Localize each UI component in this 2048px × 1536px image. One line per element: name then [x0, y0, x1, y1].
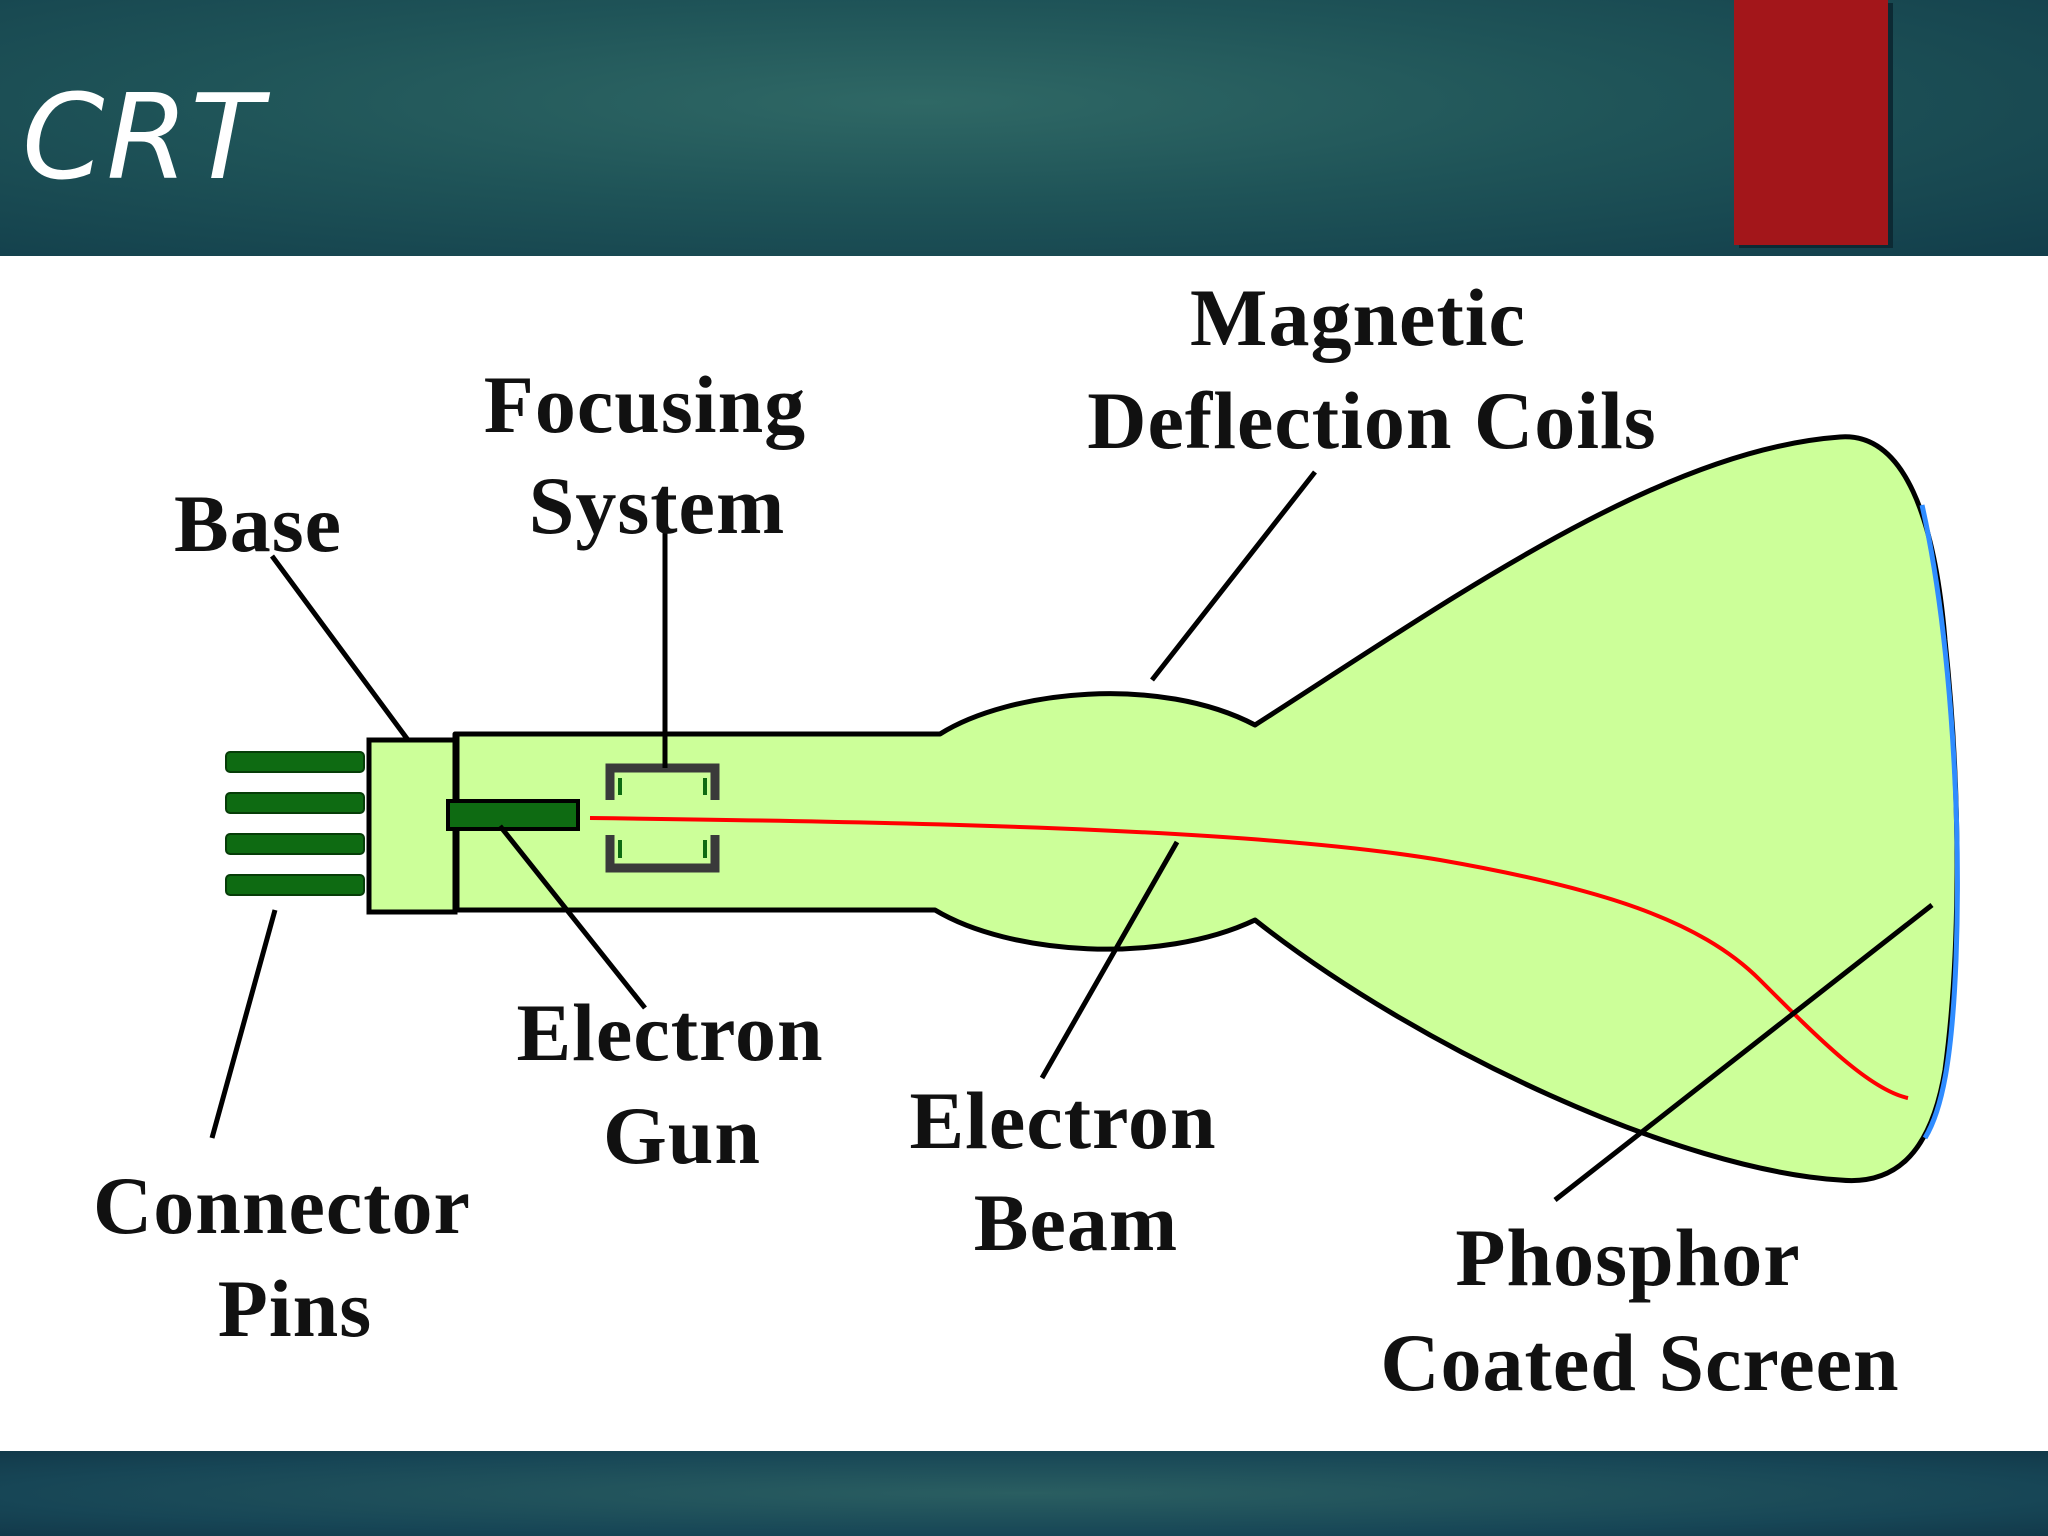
connector-pin — [225, 833, 365, 855]
connector-pin — [225, 751, 365, 773]
leader-connector — [209, 909, 278, 1139]
label-electron-gun-line1: Electron — [516, 987, 823, 1078]
leader-electron-gun — [498, 824, 647, 1010]
label-magnetic-line1: Magnetic — [1190, 272, 1526, 363]
focusing-bracket-bottom — [605, 835, 720, 873]
label-connector-line1: Connector — [93, 1160, 471, 1251]
label-base: Base — [174, 478, 342, 569]
leader-base — [269, 554, 411, 742]
label-phosphor-line1: Phosphor — [1455, 1212, 1800, 1303]
slide-title: CRT — [22, 68, 265, 206]
electron-gun — [446, 799, 580, 831]
footer-band — [0, 1451, 2048, 1536]
accent-block — [1734, 0, 1888, 245]
label-focusing-line2: System — [529, 460, 786, 551]
crt-diagram: Magnetic Deflection Coils Focusing Syste… — [93, 272, 1960, 1408]
label-magnetic-line2: Deflection Coils — [1087, 375, 1656, 466]
label-connector-line2: Pins — [218, 1263, 372, 1354]
phosphor-screen-edge — [1919, 504, 1960, 1140]
label-focusing-line1: Focusing — [484, 359, 806, 450]
focusing-system — [605, 763, 720, 873]
label-electron-beam-line2: Beam — [974, 1177, 1178, 1268]
header-band — [0, 0, 2048, 256]
base-block — [366, 737, 458, 915]
leader-lines — [209, 470, 1934, 1202]
label-electron-gun-line2: Gun — [603, 1090, 761, 1181]
connector-pin — [225, 874, 365, 896]
label-phosphor-line2: Coated Screen — [1380, 1317, 1899, 1408]
connector-pin — [225, 792, 365, 814]
leader-magnetic — [1150, 470, 1317, 682]
label-electron-beam-line1: Electron — [909, 1075, 1216, 1166]
electron-beam — [589, 816, 1909, 1100]
leader-electron-beam — [1039, 840, 1180, 1080]
leader-phosphor — [1553, 903, 1934, 1202]
